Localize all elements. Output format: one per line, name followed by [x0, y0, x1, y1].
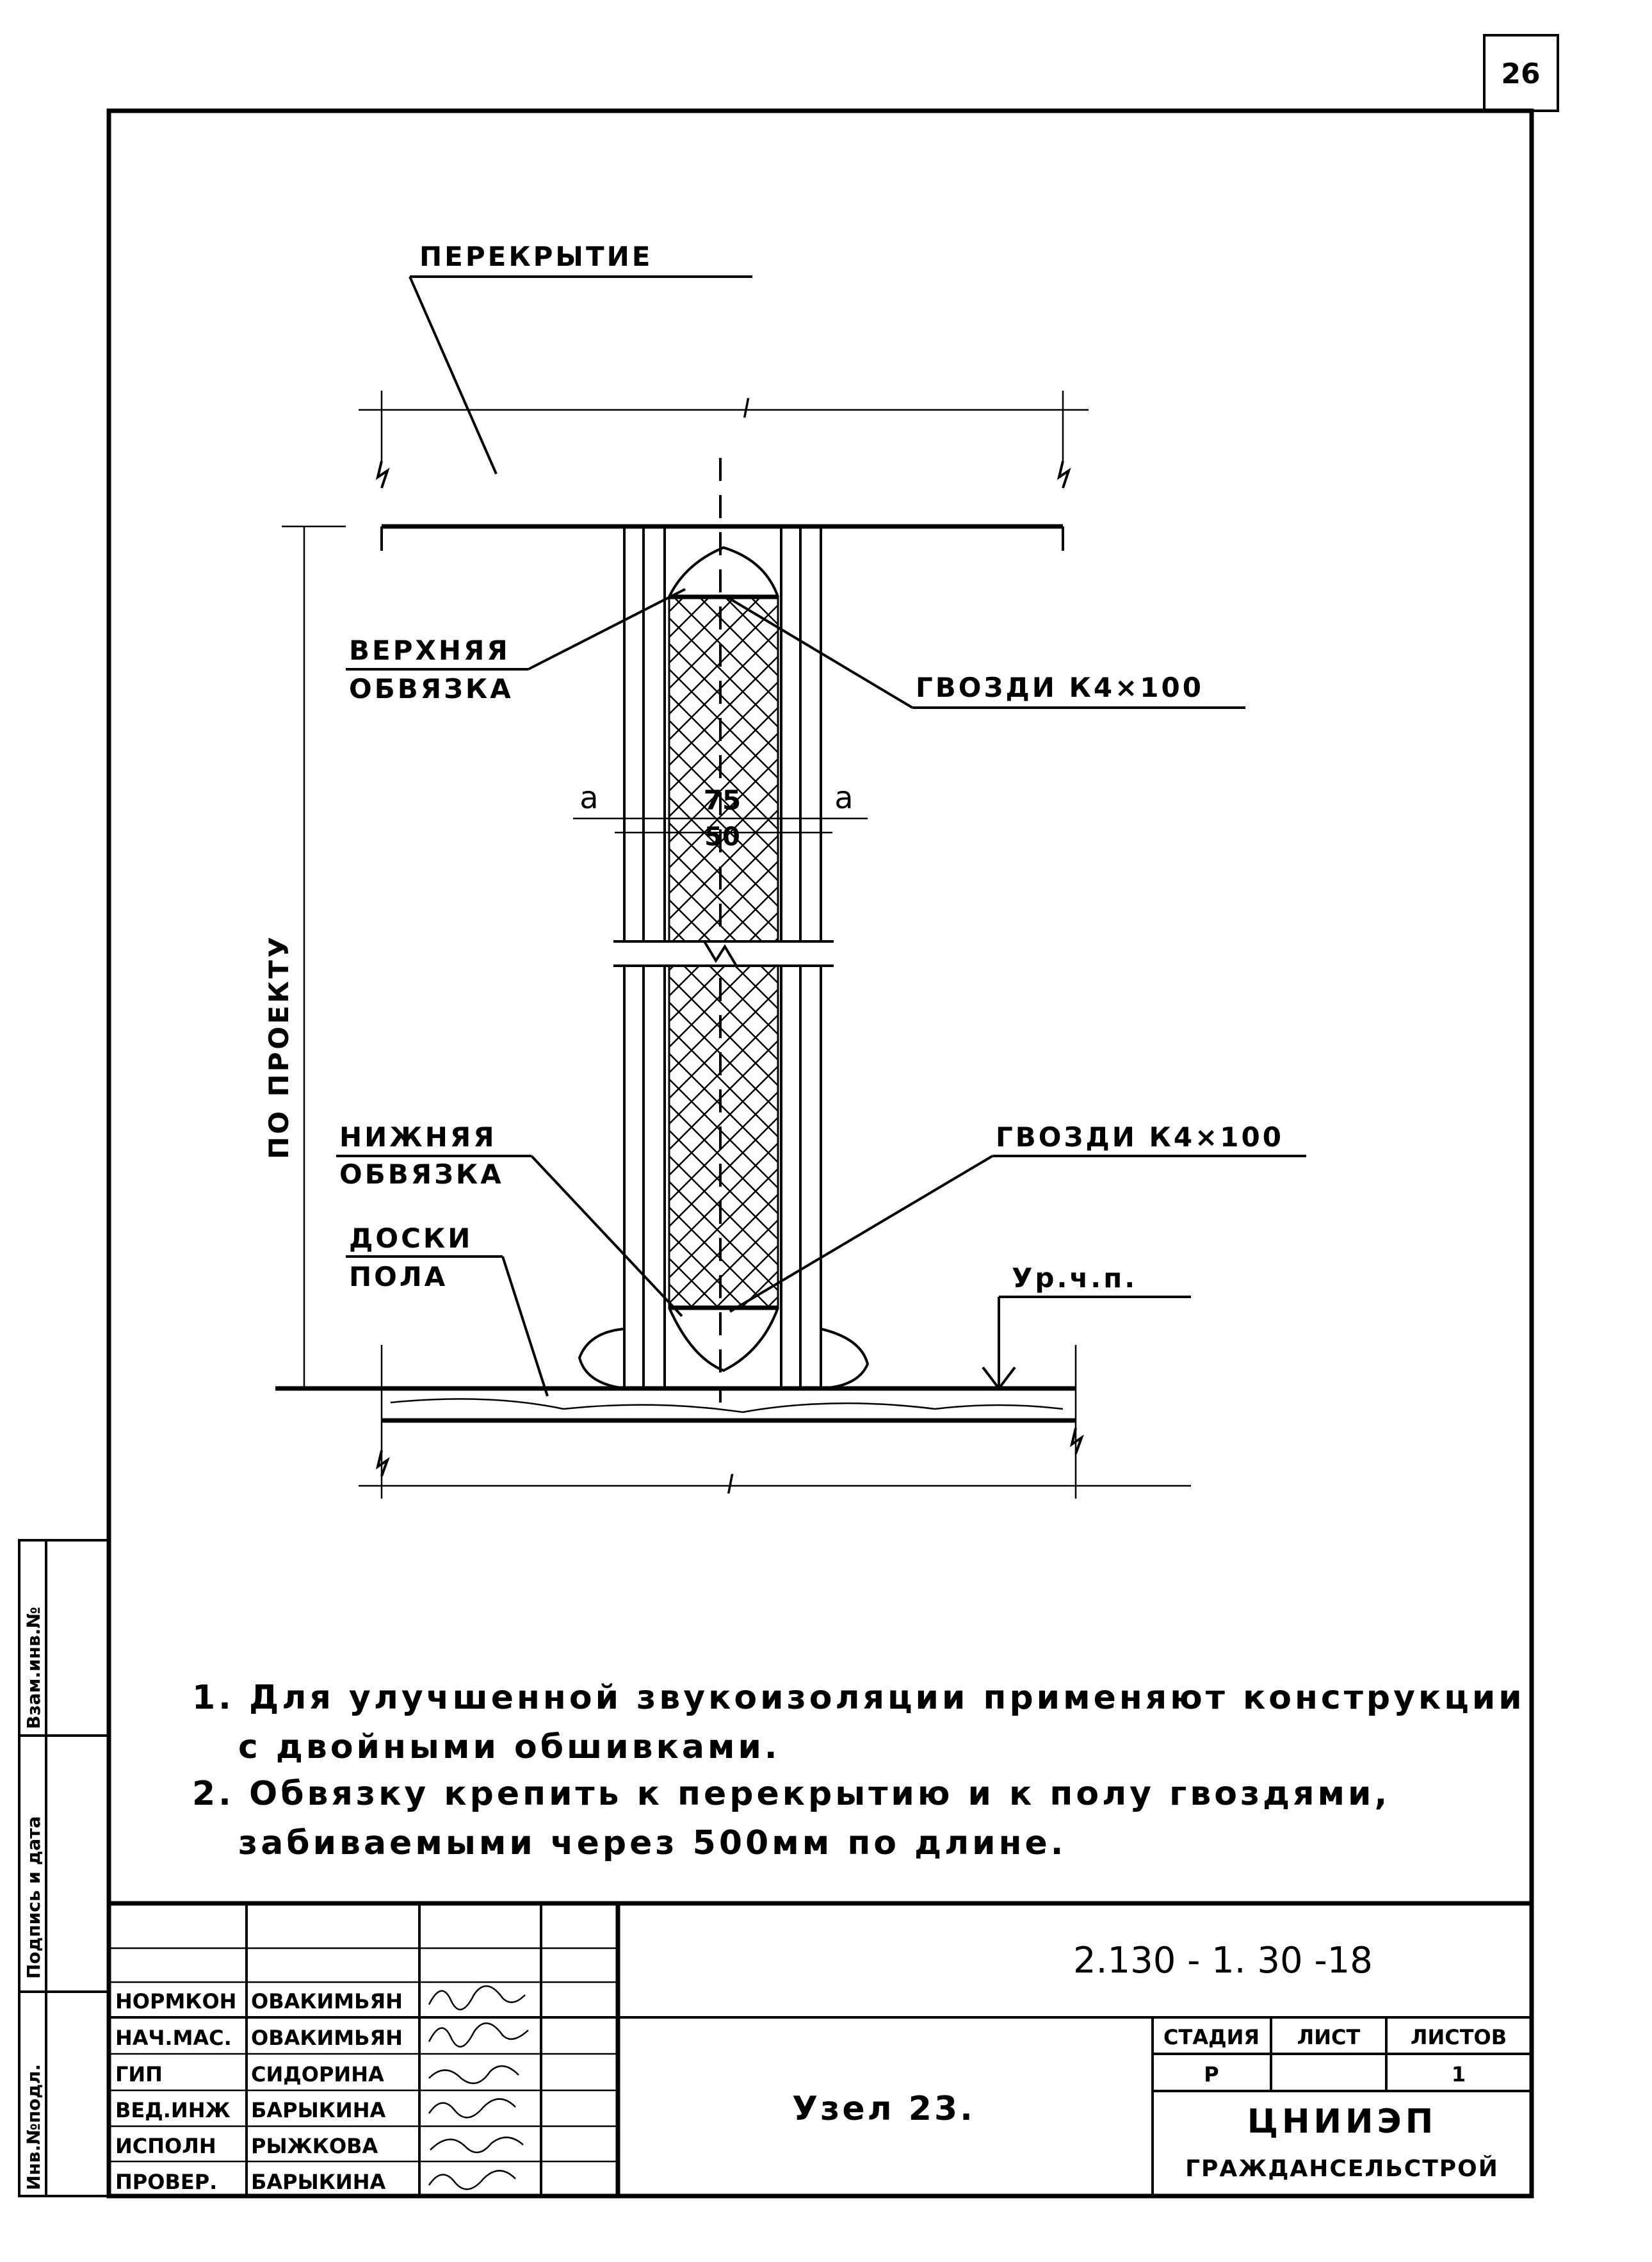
slab-callout: ПЕРЕКРЫТИЕ: [409, 241, 752, 475]
top-plate-callout: ВЕРХНЯЯ ОБВЯЗКА: [346, 588, 686, 704]
title-block: 2.130 - 1. 30 -18 НОРМКОН ОВАКИМЬЯН НАЧ.…: [109, 1901, 1532, 2196]
role-prover: ПРОВЕР.: [115, 2170, 217, 2194]
floor-level-label: Ур.ч.п.: [1012, 1262, 1137, 1294]
slab-label: ПЕРЕКРЫТИЕ: [419, 241, 652, 272]
bottom-nails-label: ГВОЗДИ К4×100: [996, 1121, 1284, 1153]
name-prover: БАРЫКИНА: [251, 2170, 385, 2194]
dim-a-left: a: [579, 780, 598, 816]
bottom-plate-callout: НИЖНЯЯ ОБВЯЗКА: [336, 1121, 683, 1317]
name-gip: СИДОРИНА: [251, 2062, 384, 2087]
org-name-2: ГРАЖДАНСЕЛЬСТРОЙ: [1185, 2155, 1499, 2182]
role-ispoln: ИСПОЛН: [115, 2134, 216, 2158]
dim-75: 75: [704, 785, 741, 816]
notes: 1. Для улучшенной звукоизоляции применяю…: [192, 1679, 1525, 1862]
signatures: [428, 1985, 529, 2190]
sheets-header: ЛИСТОВ: [1411, 2025, 1507, 2049]
page-number: 26: [1501, 58, 1540, 90]
note-2-line-1: 2. Обвязку крепить к перекрытию и к полу…: [192, 1775, 1390, 1813]
stage-header: СТАДИЯ: [1163, 2025, 1259, 2049]
note-1-line-2: с двойными обшивками.: [238, 1728, 781, 1766]
doc-code: 2.130 - 1. 30 -18: [1073, 1940, 1373, 1981]
floor-boards-label-1: ДОСКИ: [349, 1223, 473, 1254]
dim-50: 50: [704, 822, 740, 852]
floor-slab: l: [359, 391, 1089, 551]
thickness-dimensions: 75 50 a a: [573, 780, 868, 852]
top-plate-label-2: ОБВЯЗКА: [349, 673, 514, 704]
slab-width-label: l: [742, 395, 749, 424]
bottom-plate-label-2: ОБВЯЗКА: [339, 1159, 504, 1190]
signature-1: [428, 1985, 526, 2011]
bottom-plate-label-1: НИЖНЯЯ: [339, 1121, 497, 1153]
floor: l: [275, 1345, 1191, 1500]
page-number-box: 26: [1483, 34, 1559, 112]
name-vedinzh: БАРЫКИНА: [251, 2098, 385, 2122]
role-normkon: НОРМКОН: [115, 1989, 236, 2014]
wall-section: [578, 526, 870, 1390]
top-nails-label: ГВОЗДИ К4×100: [916, 672, 1204, 703]
role-vedinzh: ВЕД.ИНЖ: [115, 2098, 231, 2122]
note-2-line-2: забиваемыми через 500мм по длине.: [238, 1824, 1067, 1862]
node-title: Узел 23.: [792, 2090, 975, 2128]
signature-4: [428, 2098, 516, 2119]
sheet-header: ЛИСТ: [1297, 2025, 1361, 2049]
name-ispoln: РЫЖКОВА: [251, 2134, 378, 2158]
side-stamp-replacement-inv: Взам.инв.№: [23, 1607, 44, 1729]
name-nachmas: ОВАКИМЬЯН: [251, 2026, 403, 2050]
height-label: ПО ПРОЕКТУ: [263, 934, 295, 1159]
side-stamp-inv-original: Инв.№подл.: [23, 2064, 44, 2190]
note-1-line-1: 1. Для улучшенной звукоизоляции применяю…: [192, 1679, 1525, 1717]
top-nails-callout: ГВОЗДИ К4×100: [725, 596, 1245, 709]
floor-width-label: l: [726, 1470, 733, 1500]
height-dimension: ПО ПРОЕКТУ: [263, 525, 346, 1390]
signature-2: [428, 2022, 529, 2048]
sheet-frame: [106, 108, 1534, 2199]
floor-boards-label-2: ПОЛА: [349, 1261, 448, 1292]
side-stamp-signature-date: Подпись и дата: [23, 1816, 44, 1979]
name-normkon: ОВАКИМЬЯН: [251, 1989, 403, 2014]
side-stamp: Инв.№подл. Подпись и дата Взам.инв.№: [18, 1539, 110, 2197]
floor-level-marker: Ур.ч.п.: [982, 1262, 1191, 1391]
dim-a-right: a: [834, 780, 853, 816]
bottom-nails-callout: ГВОЗДИ К4×100: [729, 1121, 1306, 1313]
stage-value: Р: [1204, 2062, 1219, 2087]
floor-boards-callout: ДОСКИ ПОЛА: [346, 1223, 549, 1397]
signature-5: [430, 2136, 524, 2153]
role-gip: ГИП: [115, 2062, 163, 2087]
role-nachmas: НАЧ.МАС.: [115, 2026, 232, 2050]
signature-6: [428, 2170, 516, 2190]
sheets-value: 1: [1452, 2062, 1466, 2087]
org-name-1: ЦНИИЭП: [1247, 2103, 1437, 2141]
top-plate-label-1: ВЕРХНЯЯ: [349, 635, 510, 666]
signature-3: [428, 2065, 519, 2085]
